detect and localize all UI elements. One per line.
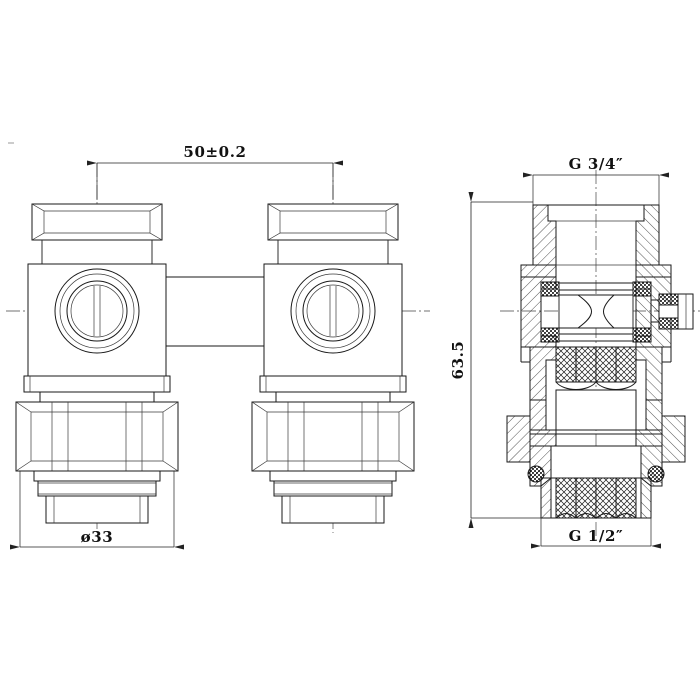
- left-valve-assembly: [15, 203, 179, 524]
- left-bottom-flange: [23, 375, 171, 393]
- left-port-circles: [54, 268, 140, 354]
- right-nut-shoulder: [269, 470, 397, 482]
- dimension-label-overall-height: 63.5: [449, 341, 467, 380]
- section-union-hex: [506, 415, 686, 463]
- dimension-overall-height: 63.5: [449, 192, 541, 528]
- section-bottom-thread: [527, 465, 665, 519]
- dimension-center-distance: 50±0.2: [87, 143, 343, 200]
- right-top-collar: [267, 203, 399, 241]
- right-bottom-spigot: [281, 495, 385, 524]
- dimension-label-bottom-thread: G 1/2″: [569, 527, 624, 545]
- section-ball-plug: [558, 294, 634, 329]
- section-bonnet: [529, 389, 663, 431]
- right-bottom-flange: [259, 375, 407, 393]
- section-lower-body: [520, 346, 672, 401]
- section-view: 63.5 G 3/4″ G 1/2″: [449, 155, 700, 549]
- dimension-label-outer-diameter: ø33: [81, 528, 114, 546]
- left-nut-shoulder: [33, 470, 161, 482]
- dimension-bottom-thread: G 1/2″: [531, 518, 661, 549]
- section-top-socket: [532, 204, 660, 266]
- dimension-outer-diameter: ø33: [10, 471, 184, 550]
- right-union-nut: [251, 401, 415, 472]
- right-round-collar: [273, 480, 393, 497]
- section-body-shoulder: [520, 264, 672, 278]
- left-stub: [39, 391, 155, 403]
- left-bottom-spigot: [45, 495, 149, 524]
- left-top-collar: [31, 203, 163, 241]
- dimension-label-center-distance: 50±0.2: [183, 143, 246, 161]
- section-packing-band: [529, 429, 663, 447]
- right-valve-assembly: [251, 203, 415, 524]
- dimension-label-top-thread: G 3/4″: [569, 155, 624, 173]
- section-side-spindle: [635, 288, 694, 337]
- right-stub: [275, 391, 391, 403]
- front-view: 50±0.2 ø33: [6, 143, 430, 550]
- dimension-top-thread: G 3/4″: [523, 155, 669, 205]
- left-round-collar: [37, 480, 157, 497]
- right-neck: [277, 239, 389, 265]
- left-neck: [41, 239, 153, 265]
- left-union-nut: [15, 401, 179, 472]
- right-port-circles: [290, 268, 376, 354]
